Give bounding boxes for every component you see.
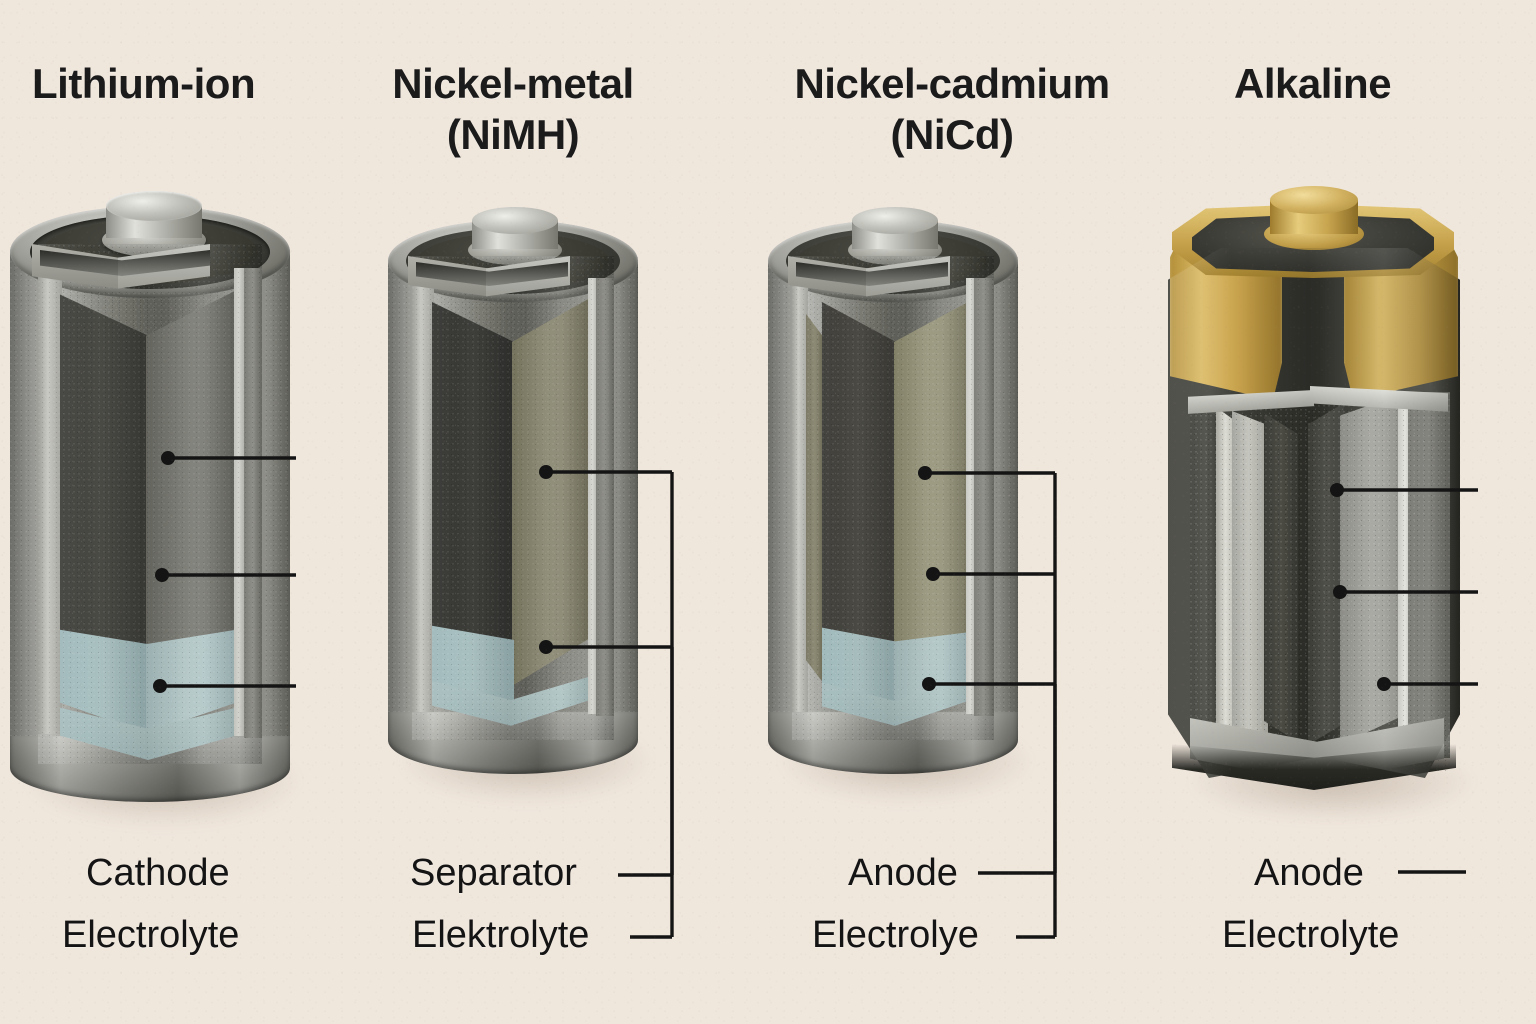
anode-powder-left <box>1232 411 1268 742</box>
label-separator: Separator <box>410 852 577 894</box>
label-elektrolyte: Elektrolyte <box>412 914 590 956</box>
interior-left-stack <box>1190 396 1310 768</box>
label-electrolye: Electrolye <box>812 914 979 956</box>
title-lithium-ion: Lithium-ion <box>32 60 256 107</box>
label-anode-alkaline: Anode <box>1254 852 1364 894</box>
title-nickel-cadmium: Nickel-cadmium (NiCd) <box>794 60 1110 159</box>
title-alkaline: Alkaline <box>1234 60 1392 107</box>
battery-alkaline <box>1162 186 1472 820</box>
positive-terminal-top <box>106 191 202 221</box>
cell-interior <box>792 256 994 740</box>
positive-terminal-top <box>852 207 938 234</box>
cathode-left-face <box>1190 403 1220 749</box>
battery-nickel-metal <box>388 207 650 802</box>
anode-left-sliver <box>806 313 824 685</box>
cathode-left-face <box>432 302 514 686</box>
interior-right-stack <box>1308 392 1450 774</box>
shell-inner-right <box>596 278 614 716</box>
battery-nickel-cadmium <box>768 207 1030 802</box>
anode-strip <box>234 268 246 736</box>
shell-inner-left <box>38 264 62 734</box>
separator-left <box>1216 407 1236 746</box>
anode-right-face <box>894 302 968 686</box>
positive-terminal-top <box>472 207 558 234</box>
battery-lithium-ion <box>10 191 298 826</box>
shell-inner-right <box>974 278 994 716</box>
shell-inner-left <box>412 274 434 712</box>
cathode-core-left <box>1264 413 1298 742</box>
cell-interior <box>412 256 614 740</box>
label-anode-nicd: Anode <box>848 852 958 894</box>
cut-edge-left <box>1188 390 1314 414</box>
cathode-left-face <box>60 294 148 690</box>
separator-strip <box>244 268 262 738</box>
positive-terminal-top <box>1270 186 1358 214</box>
title-nickel-metal: Nickel-metal (NiMH) <box>392 60 634 159</box>
cathode-outer-right <box>1408 392 1450 758</box>
separator-strip <box>966 278 976 714</box>
anode-powder-right <box>1340 394 1402 745</box>
label-electrolyte-alkaline: Electrolyte <box>1222 914 1400 956</box>
shell-inner-left <box>792 274 808 712</box>
cathode-left-face <box>822 302 896 686</box>
cathode-right-face <box>146 290 236 690</box>
cathode-core-right <box>1308 403 1344 745</box>
label-cathode: Cathode <box>86 852 230 894</box>
separator-strip <box>588 278 598 714</box>
label-electrolyte-li: Electrolyte <box>62 914 240 956</box>
anode-right-face <box>512 298 590 686</box>
cell-interior <box>38 244 262 764</box>
